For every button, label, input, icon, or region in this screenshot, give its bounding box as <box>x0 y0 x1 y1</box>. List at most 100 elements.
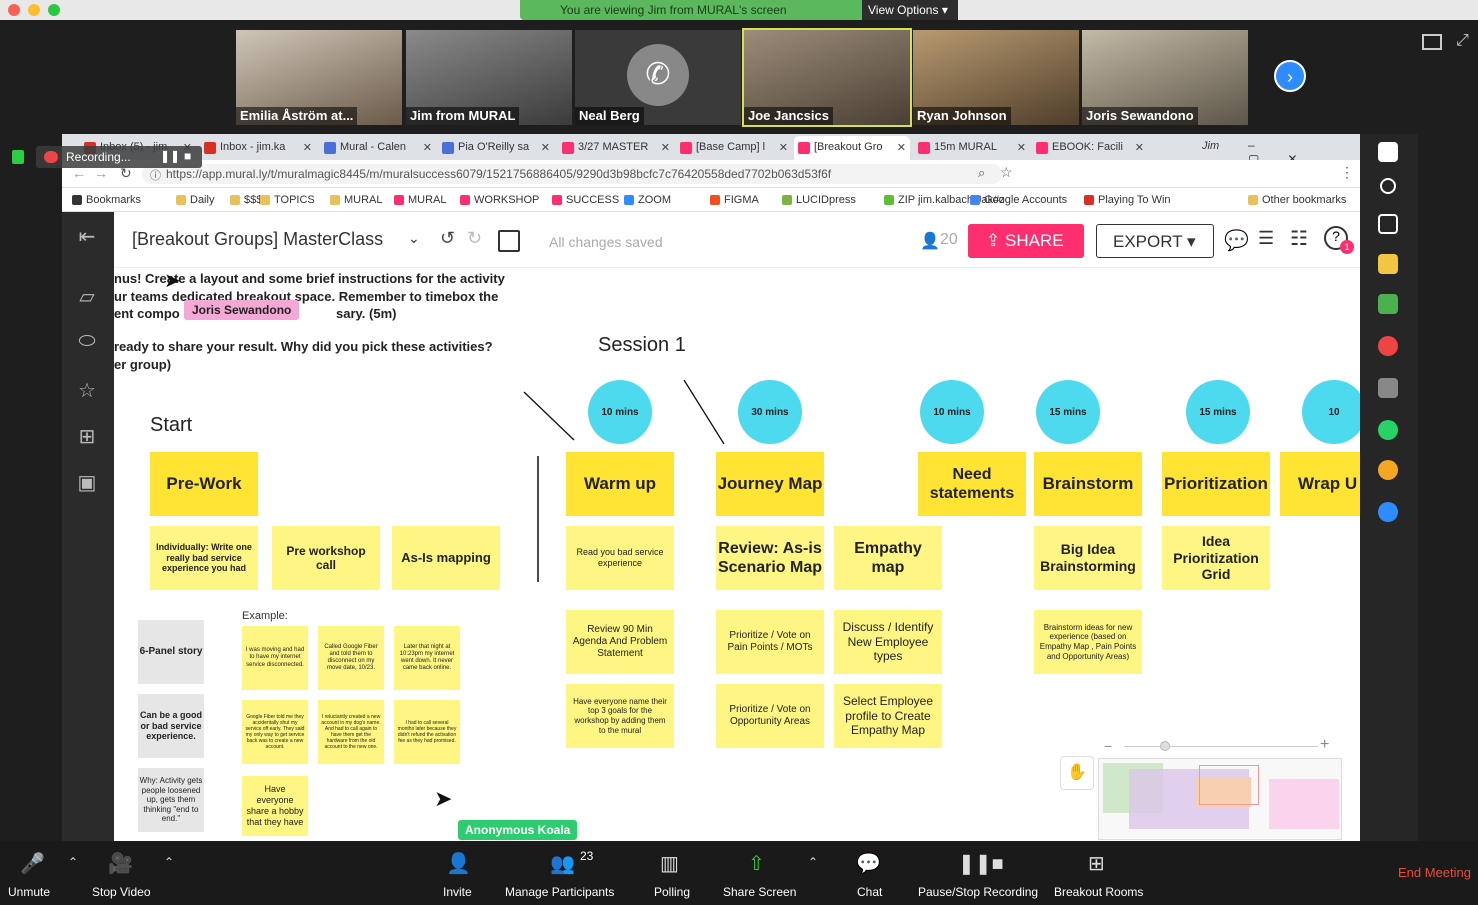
duration-badge[interactable]: 15 mins <box>1036 380 1100 444</box>
sticky-note[interactable]: Discuss / Identify New Employee types <box>834 610 942 674</box>
close-tab-icon[interactable]: ✕ <box>778 142 788 154</box>
share-button[interactable]: ⇪ SHARE <box>968 224 1084 258</box>
bookmark-item[interactable]: TOPICS <box>260 194 315 206</box>
windows-icon[interactable] <box>1378 142 1398 162</box>
sticky-note[interactable]: Review 90 Min Agenda And Problem Stateme… <box>566 610 674 674</box>
outline-icon[interactable]: ☷ <box>1290 228 1308 250</box>
zoom-icon[interactable]: ⌕ <box>978 165 986 180</box>
participant-tile[interactable]: Ryan Johnson <box>913 30 1079 125</box>
image-icon[interactable]: ▣ <box>77 472 97 494</box>
invite-icon[interactable]: 👤 <box>446 853 471 875</box>
view-options-button[interactable]: View Options ▾ <box>862 0 958 20</box>
maximize-window-icon[interactable] <box>48 4 60 16</box>
browser-tab[interactable]: [Base Camp] l✕ <box>676 136 792 160</box>
next-page-icon[interactable]: › <box>1274 60 1306 92</box>
manage-participants-button[interactable]: Manage Participants <box>505 885 615 899</box>
close-window-icon[interactable] <box>8 4 20 16</box>
zoom-slider-handle[interactable] <box>1160 741 1170 751</box>
sticky-note[interactable]: Later that night at 10:23pm my internet … <box>394 626 460 690</box>
focus-icon[interactable] <box>498 230 520 252</box>
close-tab-icon[interactable]: ✕ <box>1134 142 1144 154</box>
participant-tile[interactable]: Joris Sewandono <box>1082 30 1248 125</box>
browser-tab[interactable]: 15m MURAL✕ <box>914 136 1030 160</box>
sticky-note[interactable]: Pre workshop call <box>272 526 380 590</box>
participant-tile[interactable]: Jim from MURAL <box>406 30 572 125</box>
sticky-note[interactable]: Google Fiber told me they accidentally s… <box>242 700 308 764</box>
bookmark-item[interactable]: Bookmarks <box>72 194 141 206</box>
sticky-note[interactable]: Brainstorm ideas for new experience (bas… <box>1034 610 1142 674</box>
sticky-note-icon[interactable]: ▱ <box>79 286 95 308</box>
back-icon[interactable]: ← <box>72 165 86 181</box>
duration-badge[interactable]: 10 <box>1302 380 1360 444</box>
sticky-header[interactable]: Pre-Work <box>150 452 258 516</box>
duration-badge[interactable]: 10 mins <box>920 380 984 444</box>
bookmark-item[interactable]: Playing To Win <box>1084 194 1171 206</box>
sticky-note[interactable]: Empathy map <box>834 526 942 590</box>
browser-tab[interactable]: [Breakout Gro✕ <box>794 136 910 160</box>
zoom-app-icon[interactable] <box>1378 502 1398 522</box>
video-icon[interactable]: 🎥 <box>108 853 133 875</box>
chevron-up-icon[interactable]: ⌃ <box>68 855 79 869</box>
sticky-header[interactable]: Journey Map <box>716 452 824 516</box>
sticky-note[interactable]: I had to call several months later becau… <box>394 700 460 764</box>
bookmark-item[interactable]: Daily <box>176 194 214 206</box>
duration-badge[interactable]: 30 mins <box>738 380 802 444</box>
stop-icon[interactable]: ■ <box>184 149 192 163</box>
sticky-note[interactable]: Big Idea Brainstorming <box>1034 526 1142 590</box>
close-tab-icon[interactable]: ✕ <box>1016 142 1026 154</box>
pause-stop-icon[interactable]: ❚❚■ <box>958 853 1004 875</box>
sheets-icon[interactable] <box>1378 294 1398 314</box>
bookmark-item[interactable]: $$$ <box>230 194 262 206</box>
pause-recording-button[interactable]: Pause/Stop Recording <box>918 885 1039 899</box>
reload-icon[interactable]: ↻ <box>120 165 132 181</box>
profile-name[interactable]: Jim <box>1202 140 1220 152</box>
grey-note[interactable]: Can be a good or bad service experience. <box>138 694 204 758</box>
invite-button[interactable]: Invite <box>443 885 472 899</box>
close-tab-icon[interactable]: ✕ <box>896 142 906 154</box>
breakout-rooms-button[interactable]: Breakout Rooms <box>1054 885 1144 899</box>
bookmark-item[interactable]: FIGMA <box>710 194 759 206</box>
sticky-note[interactable]: Individually: Write one really bad servi… <box>150 526 258 590</box>
browser-tab[interactable]: EBOOK: Facili✕ <box>1032 136 1148 160</box>
grey-note[interactable]: 6-Panel story <box>138 620 204 684</box>
bookmark-item[interactable]: MURAL <box>330 194 383 206</box>
icons-star-icon[interactable]: ☆ <box>78 380 96 402</box>
bookmark-item[interactable]: SUCCESS <box>552 194 619 206</box>
sticky-note[interactable]: Read you bad service experience <box>566 526 674 590</box>
board-title[interactable]: [Breakout Groups] MasterClass <box>132 229 384 249</box>
sticky-note[interactable]: Review: As-is Scenario Map <box>716 526 824 590</box>
menu-icon[interactable]: ⋮ <box>1340 164 1354 180</box>
frameworks-icon[interactable]: ⊞ <box>78 426 96 448</box>
comments-icon[interactable]: 💬 <box>1224 230 1249 252</box>
sticky-note[interactable]: As-Is mapping <box>392 526 500 590</box>
breakout-rooms-icon[interactable]: ⊞ <box>1088 853 1105 875</box>
sticky-header[interactable]: Need statements <box>918 452 1026 516</box>
app-icon[interactable] <box>1378 460 1398 480</box>
undo-icon[interactable]: ↺ <box>440 228 456 248</box>
bookmark-item[interactable]: Other bookmarks <box>1248 194 1346 206</box>
close-tab-icon[interactable]: ✕ <box>540 142 550 154</box>
forward-icon[interactable]: → <box>94 165 108 181</box>
sticky-header[interactable]: Warm up <box>566 452 674 516</box>
sticky-note[interactable]: Have everyone share a hobby that they ha… <box>242 776 308 836</box>
browser-tab[interactable]: Mural - Calen✕ <box>320 136 436 160</box>
search-circle-icon[interactable] <box>1380 178 1396 194</box>
hand-tool-icon[interactable]: ✋ <box>1060 756 1094 790</box>
sticky-note[interactable]: Have everyone name their top 3 goals for… <box>566 684 674 748</box>
pause-icon[interactable]: ❚❚ <box>160 149 181 163</box>
share-screen-button[interactable]: Share Screen <box>723 885 797 899</box>
participant-tile-active[interactable]: Joe Jancsics <box>742 28 912 127</box>
app-icon[interactable] <box>1378 378 1398 398</box>
chat-icon[interactable]: 💬 <box>856 853 881 875</box>
chevron-up-icon[interactable]: ⌃ <box>808 855 819 869</box>
participant-tile[interactable]: ✆ Neal Berg <box>575 30 741 125</box>
bookmark-item[interactable]: ZOOM <box>624 194 671 206</box>
exit-icon[interactable]: ⇤ <box>78 226 96 248</box>
mural-canvas[interactable]: nus! Create a layout and some brief inst… <box>114 268 1360 841</box>
share-screen-icon[interactable]: ⇧ <box>748 853 765 875</box>
participants-icon[interactable]: 👥 <box>550 853 575 875</box>
timer-icon[interactable]: ☰ <box>1258 228 1275 248</box>
help-icon[interactable]: ? <box>1324 226 1348 250</box>
stop-video-button[interactable]: Stop Video <box>92 885 151 899</box>
